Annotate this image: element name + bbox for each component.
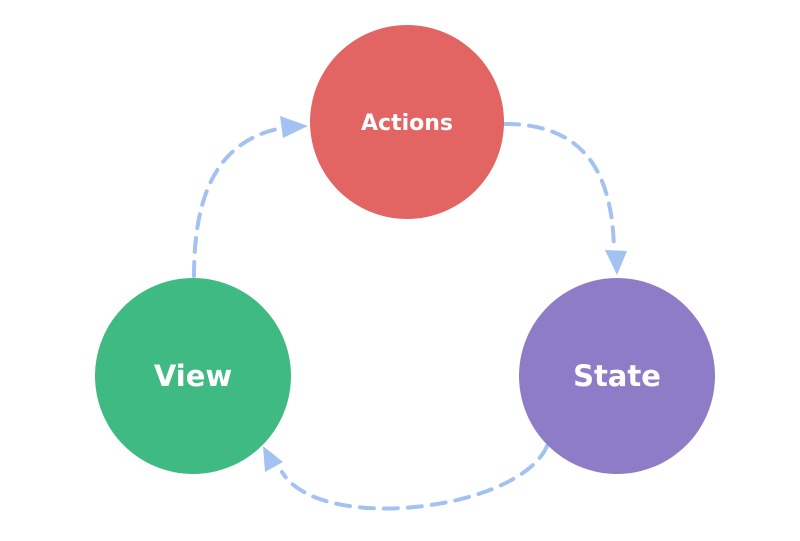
node-view-label: View <box>154 359 232 393</box>
arrowhead-actions-to-state-icon <box>605 250 627 275</box>
node-view: View <box>95 278 291 474</box>
arrowhead-state-to-view-icon <box>263 446 283 472</box>
node-actions-circle <box>310 25 504 219</box>
arrowhead-view-to-actions-icon <box>280 116 308 138</box>
node-state-label: State <box>573 359 661 393</box>
node-state-circle <box>519 278 715 474</box>
node-actions-label: Actions <box>361 111 453 136</box>
edge-state-to-view <box>280 444 549 511</box>
node-view-circle <box>95 278 291 474</box>
node-actions: Actions <box>310 25 504 219</box>
edge-view-to-actions <box>192 126 284 278</box>
edge-actions-to-state <box>503 122 616 250</box>
node-state: State <box>519 278 715 474</box>
